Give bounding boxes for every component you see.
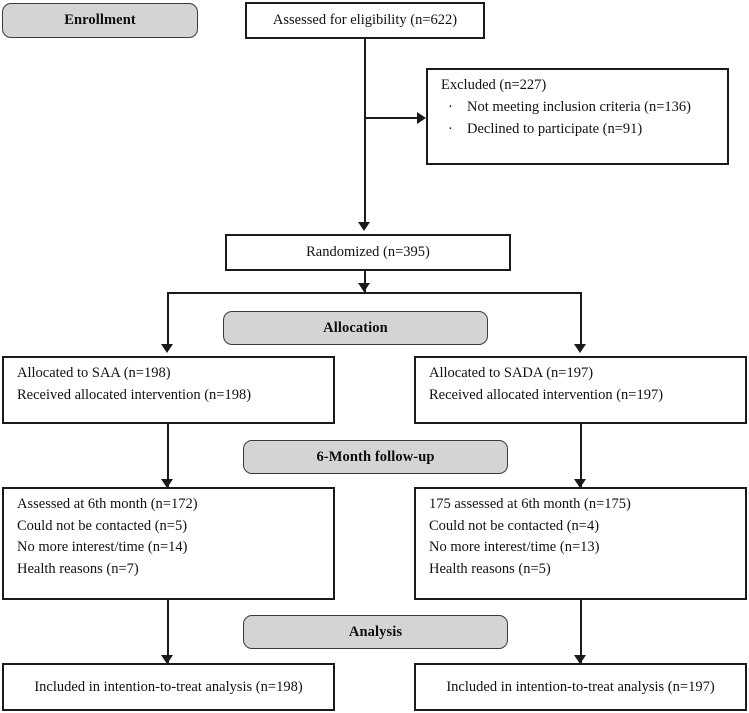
stage-label-followup: 6-Month follow-up — [243, 440, 508, 474]
box-right-analysis: Included in intention-to-treat analysis … — [414, 663, 747, 711]
box-excluded: Excluded (n=227) · Not meeting inclusion… — [426, 68, 729, 165]
arrowhead-into-randomized — [358, 222, 370, 231]
box-right-followup: 175 assessed at 6th month (n=175) Could … — [414, 487, 747, 600]
excluded-reason-item: · Not meeting inclusion criteria (n=136) — [441, 98, 714, 115]
connector-to-excluded — [364, 117, 418, 119]
stage-label-allocation-text: Allocation — [323, 319, 388, 336]
box-left-followup: Assessed at 6th month (n=172) Could not … — [2, 487, 335, 600]
right-allocation-line: Received allocated intervention (n=197) — [429, 386, 664, 403]
left-followup-line: Could not be contacted (n=5) — [17, 517, 188, 534]
bullet-icon: · — [448, 121, 453, 137]
connector-to-right-allocation — [580, 292, 582, 347]
connector-to-left-allocation — [167, 292, 169, 347]
stage-label-enrollment-text: Enrollment — [64, 12, 136, 28]
stage-label-enrollment: Enrollment — [2, 3, 198, 38]
box-left-analysis: Included in intention-to-treat analysis … — [2, 663, 335, 711]
stage-label-followup-text: 6-Month follow-up — [316, 448, 435, 465]
right-followup-line: 175 assessed at 6th month (n=175) — [429, 496, 631, 512]
box-randomized: Randomized (n=395) — [225, 234, 511, 271]
assessed-for-eligibility-text: Assessed for eligibility (n=622) — [272, 12, 458, 29]
connector-right-followup-to-analysis — [580, 600, 582, 663]
connector-left-allocation-to-followup — [167, 424, 169, 487]
arrowhead-into-left-followup — [161, 479, 173, 488]
stage-label-allocation: Allocation — [223, 311, 488, 345]
right-followup-line: No more interest/time (n=13) — [429, 539, 600, 555]
right-allocation-line: Allocated to SADA (n=197) — [429, 365, 594, 381]
right-followup-line: Health reasons (n=5) — [429, 560, 551, 577]
box-assessed-for-eligibility: Assessed for eligibility (n=622) — [245, 2, 485, 39]
connector-randomized-stem — [364, 271, 366, 292]
stage-label-analysis: Analysis — [243, 615, 508, 649]
arrowhead-into-right-allocation — [574, 344, 586, 353]
excluded-reason-text: Not meeting inclusion criteria (n=136) — [467, 98, 692, 115]
arrowhead-into-right-analysis — [574, 655, 586, 664]
box-right-allocation: Allocated to SADA (n=197) Received alloc… — [414, 356, 747, 424]
left-allocation-line: Allocated to SAA (n=198) — [17, 365, 171, 381]
arrowhead-into-excluded — [417, 112, 426, 124]
left-analysis-text: Included in intention-to-treat analysis … — [34, 678, 303, 695]
excluded-header: Excluded (n=227) — [441, 77, 547, 93]
stage-label-analysis-text: Analysis — [348, 623, 403, 640]
box-left-allocation: Allocated to SAA (n=198) Received alloca… — [2, 356, 335, 424]
excluded-reason-item: · Declined to participate (n=91) — [441, 122, 714, 137]
excluded-reason-text: Declined to participate (n=91) — [467, 121, 643, 137]
connector-allocation-split-bar — [167, 292, 582, 294]
arrowhead-randomized-split — [358, 283, 370, 292]
connector-eligibility-to-randomized — [364, 39, 366, 226]
left-allocation-line: Received allocated intervention (n=198) — [17, 386, 252, 403]
bullet-icon: · — [448, 98, 453, 115]
arrowhead-into-left-allocation — [161, 344, 173, 353]
right-analysis-text: Included in intention-to-treat analysis … — [446, 678, 715, 695]
connector-left-followup-to-analysis — [167, 600, 169, 663]
connector-right-allocation-to-followup — [580, 424, 582, 487]
arrowhead-into-left-analysis — [161, 655, 173, 664]
right-followup-line: Could not be contacted (n=4) — [429, 517, 600, 534]
left-followup-line: No more interest/time (n=14) — [17, 539, 188, 555]
arrowhead-into-right-followup — [574, 479, 586, 488]
excluded-reasons-list: · Not meeting inclusion criteria (n=136)… — [441, 98, 714, 137]
randomized-text: Randomized (n=395) — [306, 244, 430, 261]
left-followup-line: Assessed at 6th month (n=172) — [17, 496, 198, 512]
left-followup-line: Health reasons (n=7) — [17, 560, 139, 577]
